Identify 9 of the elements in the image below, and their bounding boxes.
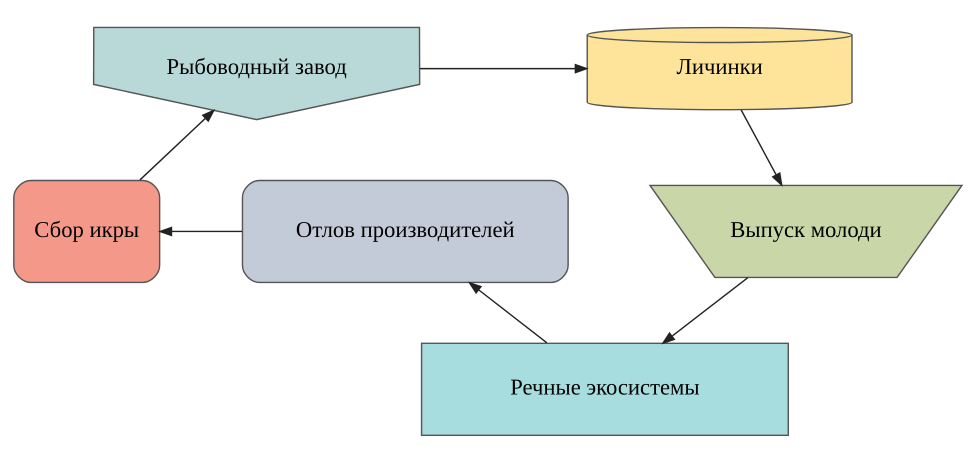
node-box: Речные экосистемы	[420, 342, 789, 436]
arrow	[740, 109, 783, 186]
arrow	[661, 276, 748, 344]
arrow	[420, 63, 589, 74]
node-box: Отлов производителей	[242, 179, 569, 283]
arrow	[139, 108, 216, 180]
node-box: Сбор икры	[13, 179, 160, 283]
arrow	[468, 280, 548, 343]
arrow	[158, 226, 242, 236]
